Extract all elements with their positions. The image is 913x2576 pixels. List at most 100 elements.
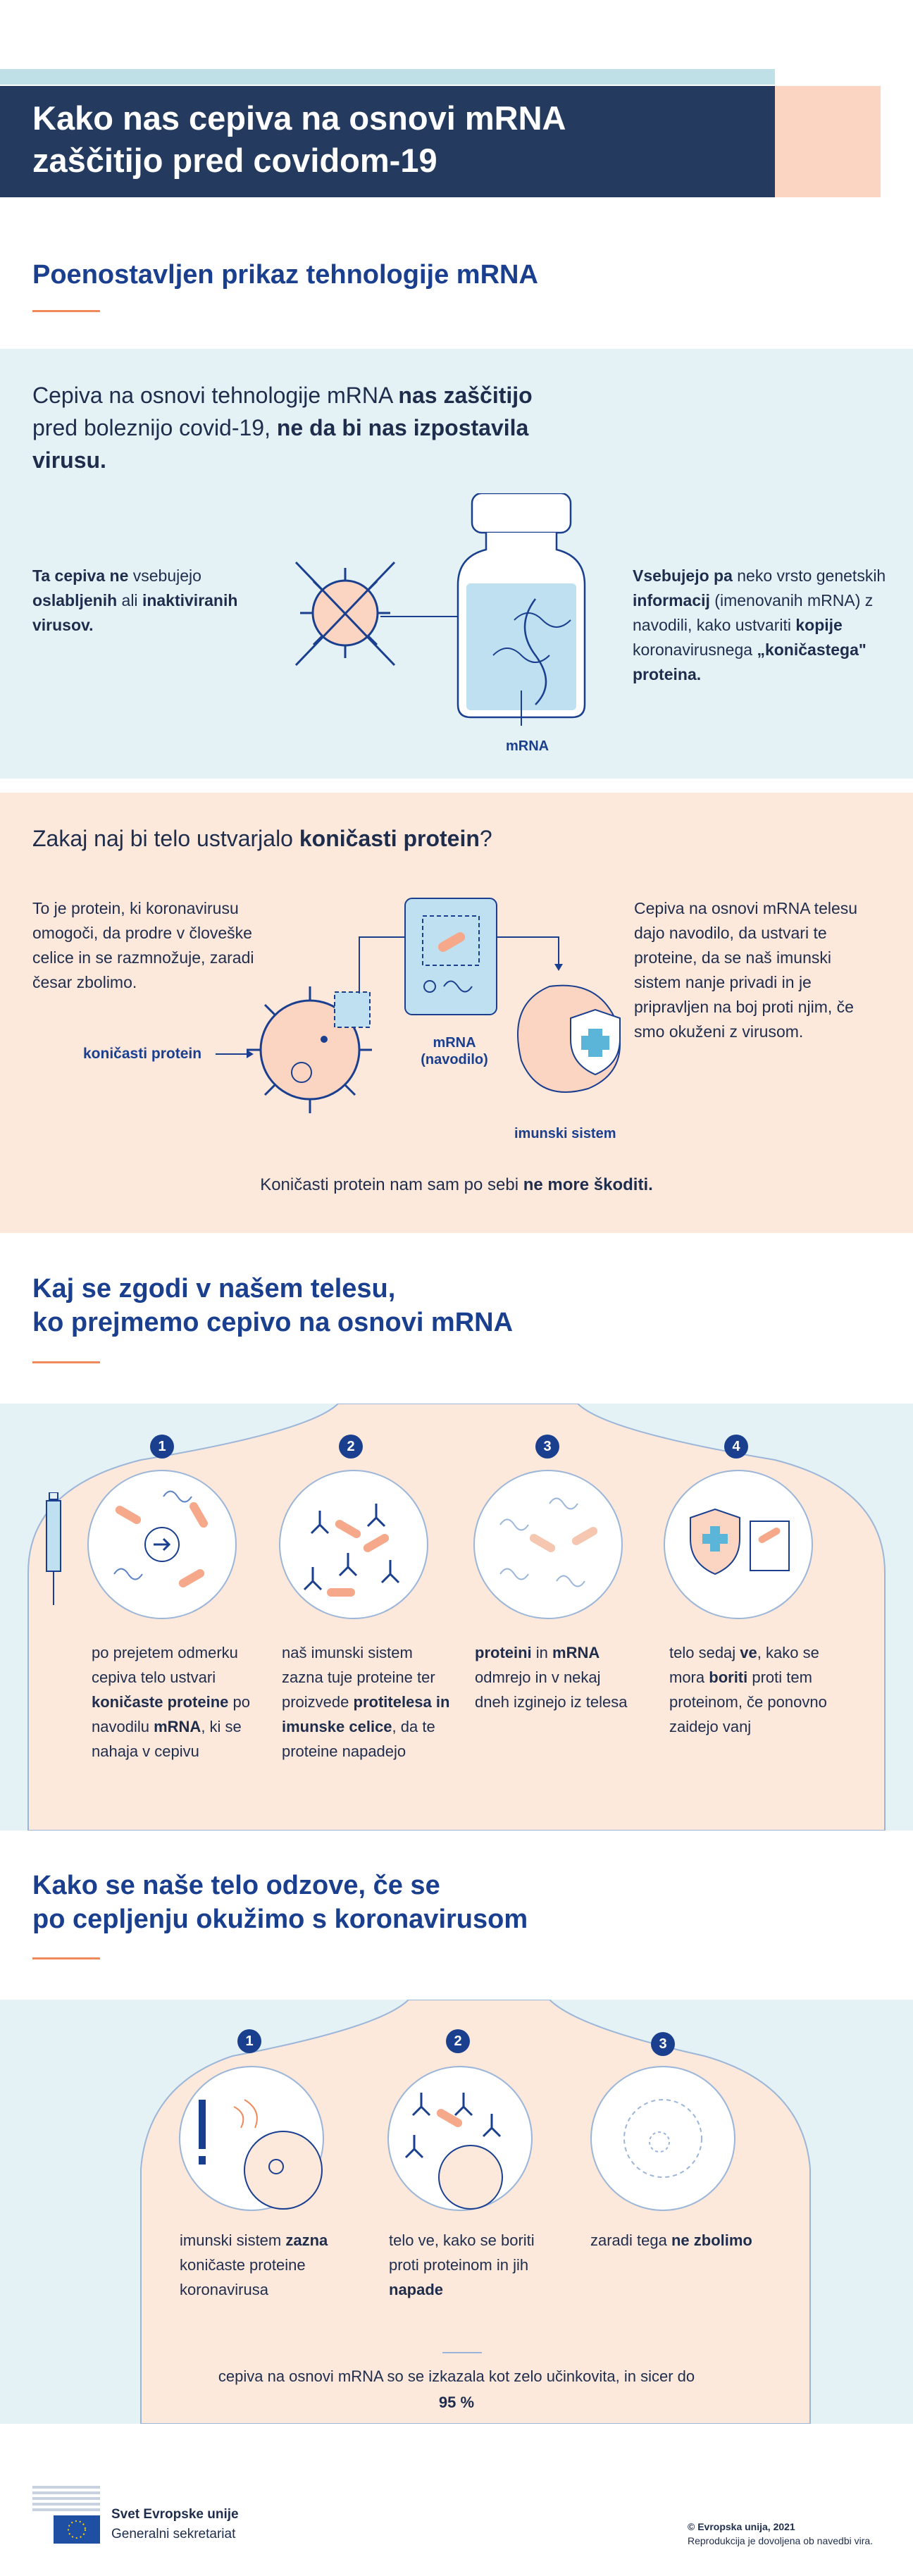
spike-protein-label: koničasti protein: [83, 1046, 201, 1063]
cell-spike-production-icon: [87, 1470, 237, 1619]
heading-underline: [32, 310, 100, 312]
crossed-virus-icon: [294, 561, 479, 667]
text-bold: koničaste proteine: [92, 1693, 229, 1711]
immune-attack-icon: [387, 2066, 533, 2211]
heading-underline: [32, 1957, 100, 1959]
text-bold: kopije: [795, 616, 843, 634]
step-number: 1: [150, 1435, 174, 1459]
text-bold: boriti: [709, 1668, 748, 1686]
text-part: naš imunski sistem zazna tuje proteine t…: [282, 1644, 435, 1711]
org-subtitle: Generalni sekretariat: [111, 2527, 236, 2541]
step-number: 2: [339, 1435, 363, 1459]
section-heading-mrna: Poenostavljen prikaz tehnologije mRNA: [32, 260, 538, 290]
text-bold: napade: [389, 2281, 444, 2298]
intro-text-part: pred boleznijo covid-19,: [32, 415, 277, 440]
antibodies-icon: [279, 1470, 428, 1619]
text-part: , da te proteine napadejo: [282, 1718, 435, 1760]
mrna-label: mRNA: [506, 738, 549, 755]
text-bold: Vsebujejo pa: [633, 566, 733, 585]
immune-system-label-text: imunski sistem: [514, 1126, 616, 1141]
no-illness-icon: [590, 2066, 735, 2211]
immune-detect-icon: [179, 2066, 324, 2211]
heading-underline: [32, 1361, 100, 1363]
body-silhouette: [27, 1404, 886, 1831]
spike-left-text: To je protein, ki koronavirusu omogoči, …: [32, 899, 254, 991]
text-bold: ne more škoditi.: [523, 1175, 653, 1194]
mrna-instruction-label: mRNA (navodilo): [409, 1034, 500, 1068]
spike-right-text: Cepiva na osnovi mRNA telesu dajo navodi…: [634, 899, 858, 1041]
spike-question: Zakaj naj bi telo ustvarjalo koničasti p…: [32, 823, 492, 854]
text-bold: zazna: [285, 2231, 328, 2249]
text-part: po navodilu: [92, 1693, 250, 1735]
intro-section: [0, 349, 913, 779]
instruction-card-icon: [404, 898, 497, 1015]
text-part: Zakaj naj bi telo ustvarjalo: [32, 826, 299, 851]
spike-protein-label-text: koničasti protein: [83, 1046, 202, 1062]
text-part: koničaste proteine koronavirusa: [180, 2256, 306, 2298]
section-heading-body-line2: ko prejmemo cepivo na osnovi mRNA: [32, 1308, 514, 1337]
org-name: Svet Evropske unije: [111, 2507, 239, 2522]
no-virus-text: Ta cepiva ne vsebujejo oslabljenih ali i…: [32, 564, 265, 638]
text-bold: ve: [740, 1644, 757, 1661]
text-bold: „koničastega" proteina.: [633, 640, 867, 683]
page-title: Kako nas cepiva na osnovi mRNA zaščitijo…: [32, 97, 737, 182]
council-logo: [32, 2486, 100, 2544]
intro-text-bold: ne da bi nas izpostavila virusu.: [32, 415, 529, 473]
mrna-instruction-label-2: (navodilo): [421, 1052, 488, 1067]
text-part: ali: [117, 591, 142, 609]
efficacy-text: cepiva na osnovi mRNA so se izkazala kot…: [218, 2367, 695, 2385]
vaccine-vial-icon: [456, 493, 586, 726]
intro-text-part: Cepiva na osnovi tehnologije mRNA: [32, 383, 399, 408]
intro-text-bold: nas zaščitijo: [398, 383, 533, 408]
text-bold: ne: [109, 566, 129, 585]
shield-icon: [517, 984, 621, 1093]
text-part: (imenovanih mRNA) z navodili, kako ustva…: [633, 591, 874, 634]
step-number: 3: [535, 1435, 559, 1459]
text-part: ?: [479, 826, 492, 851]
efficacy-value: 95 %: [438, 2394, 475, 2411]
step-a-2-text: naš imunski sistem zazna tuje proteine t…: [282, 1640, 451, 1764]
mrna-label-text: mRNA: [506, 738, 549, 754]
coronavirus-icon: [247, 986, 372, 1113]
step-number: 4: [724, 1435, 748, 1459]
text-part: zaradi tega: [590, 2231, 671, 2249]
step-b-3-text: zaradi tega ne zbolimo: [590, 2228, 752, 2253]
intro-text: Cepiva na osnovi tehnologije mRNA nas za…: [32, 379, 540, 476]
text-part: imunski sistem: [180, 2231, 286, 2249]
text-part: vsebujejo: [128, 566, 201, 585]
section-heading-infection: Kako se naše telo odzove, če se po ceplj…: [32, 1869, 528, 1936]
step-number: 3: [651, 2032, 675, 2056]
text-part: po prejetem odmerku cepiva telo ustvari: [92, 1644, 238, 1686]
page-title-line2: zaščitijo pred covidom-19: [32, 142, 437, 179]
contains-text: Vsebujejo pa neko vrsto genetskih inform…: [633, 564, 886, 687]
step-a-4-text: telo sedaj ve, kako se mora boriti proti…: [669, 1640, 838, 1739]
copyright: © Evropska unija, 2021: [688, 2521, 795, 2532]
step-b-2-text: telo ve, kako se boriti proti proteinom …: [389, 2228, 551, 2302]
step-a-1-text: po prejetem odmerku cepiva telo ustvari …: [92, 1640, 254, 1764]
text-bold: ne zbolimo: [671, 2231, 752, 2249]
text-bold: oslabljenih: [32, 591, 118, 609]
section-heading-body-line1: Kaj se zgodi v našem telesu,: [32, 1274, 396, 1304]
section-heading-infection-line1: Kako se naše telo odzove, če se: [32, 1871, 440, 1900]
divider: [442, 2352, 482, 2353]
title-accent-band: [0, 69, 775, 85]
section-heading-infection-line2: po cepljenju okužimo s koronavirusom: [32, 1905, 528, 1934]
text-bold: Ta cepiva: [32, 566, 110, 585]
text-part: proti tem proteinom, če ponovno zaidejo …: [669, 1668, 827, 1735]
text-part: telo sedaj: [669, 1644, 740, 1661]
step-number: 2: [446, 2029, 470, 2053]
text-part: koronavirusnega: [633, 640, 757, 659]
reproduction-note: Reprodukcija je dovoljena ob navedbi vir…: [688, 2535, 874, 2546]
mrna-instruction-label-1: mRNA: [433, 1035, 476, 1051]
text-part: odmrejo in v nekaj dneh izginejo iz tele…: [475, 1668, 628, 1711]
text-part: telo ve, kako se boriti proti proteinom …: [389, 2231, 535, 2274]
syringe-icon: [46, 1492, 61, 1605]
step-a-3-text: proteini in mRNA odmrejo in v nekaj dneh…: [475, 1640, 630, 1714]
text-part: neko vrsto genetskih: [732, 566, 886, 585]
section-heading-body: Kaj se zgodi v našem telesu, ko prejmemo…: [32, 1272, 513, 1339]
spike-bottom-text: Koničasti protein nam sam po sebi ne mor…: [0, 1175, 913, 1195]
text-part: , kako se mora: [669, 1644, 819, 1686]
virus-vial-illustration: [294, 493, 586, 726]
step-number: 1: [237, 2029, 261, 2053]
text-bold: proteini: [475, 1644, 532, 1661]
